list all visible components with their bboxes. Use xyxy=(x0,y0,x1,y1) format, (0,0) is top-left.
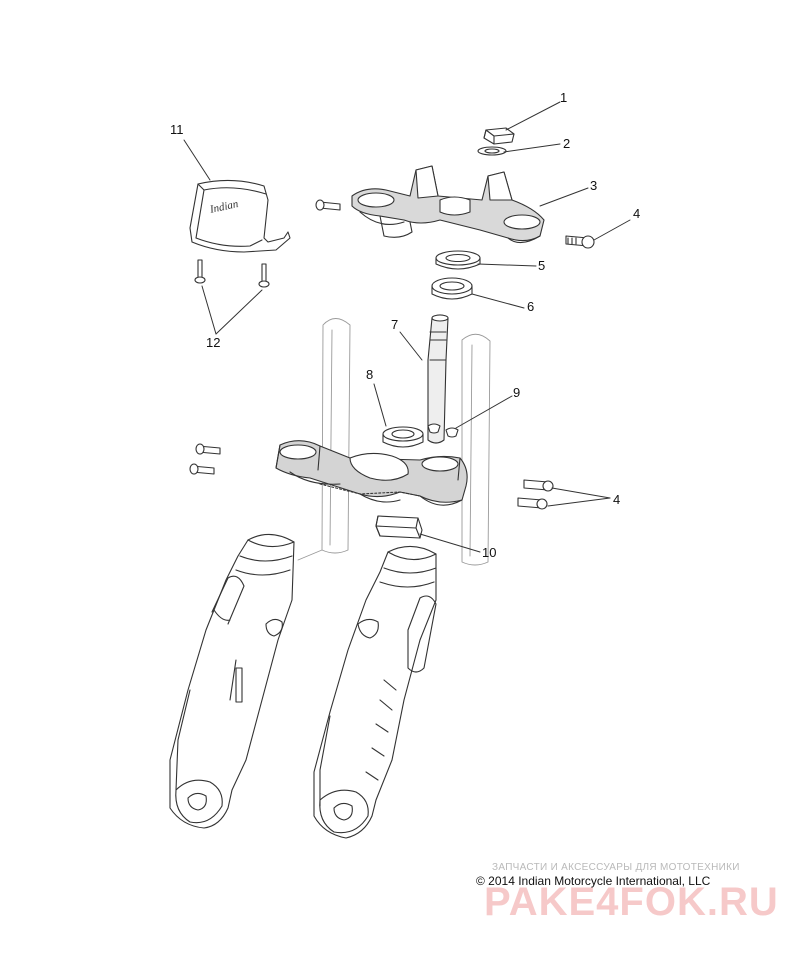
watermark-subtitle: ЗАПЧАСТИ И АКСЕССУАРЫ ДЛЯ МОТОТЕХНИКИ xyxy=(492,862,740,873)
callout-2: 2 xyxy=(563,136,571,151)
copyright-notice: © 2014 Indian Motorcycle International, … xyxy=(476,874,711,888)
callout-5: 5 xyxy=(538,258,546,273)
callout-9: 9 xyxy=(513,385,521,400)
bearing-race-upper xyxy=(435,250,481,270)
block-part xyxy=(375,515,423,539)
fork-leg-right xyxy=(313,545,437,839)
fork-tube-right xyxy=(461,333,491,566)
callout-12: 12 xyxy=(206,335,221,350)
bolts-left xyxy=(189,443,221,475)
top-nut xyxy=(483,127,515,145)
plugs xyxy=(427,423,459,438)
callout-3: 3 xyxy=(590,178,598,193)
callout-4-lower: 4 xyxy=(613,492,621,507)
bolt-upper-right xyxy=(565,235,595,249)
callout-1: 1 xyxy=(560,90,568,105)
fork-tube-left xyxy=(297,318,351,561)
washer xyxy=(477,146,507,156)
callout-11: 11 xyxy=(170,122,184,137)
callout-4-upper: 4 xyxy=(633,206,641,221)
upper-triple-clamp xyxy=(351,165,545,244)
bearing-lower xyxy=(431,277,473,300)
callout-8: 8 xyxy=(366,367,374,382)
steering-stem xyxy=(427,314,449,444)
fork-leg-left xyxy=(169,533,295,829)
stem-bearing xyxy=(382,426,424,448)
callout-6: 6 xyxy=(527,299,535,314)
bolt-upper-left xyxy=(315,199,341,211)
lower-triple-clamp xyxy=(275,440,468,506)
bolts-right xyxy=(517,479,554,510)
fork-cover: Indian xyxy=(189,179,291,253)
cover-screws xyxy=(194,259,270,288)
leader-lines xyxy=(183,101,631,553)
callout-7: 7 xyxy=(391,317,399,332)
watermark-brand: PAKE4FOK.RU xyxy=(484,880,779,924)
callout-10: 10 xyxy=(482,545,497,560)
